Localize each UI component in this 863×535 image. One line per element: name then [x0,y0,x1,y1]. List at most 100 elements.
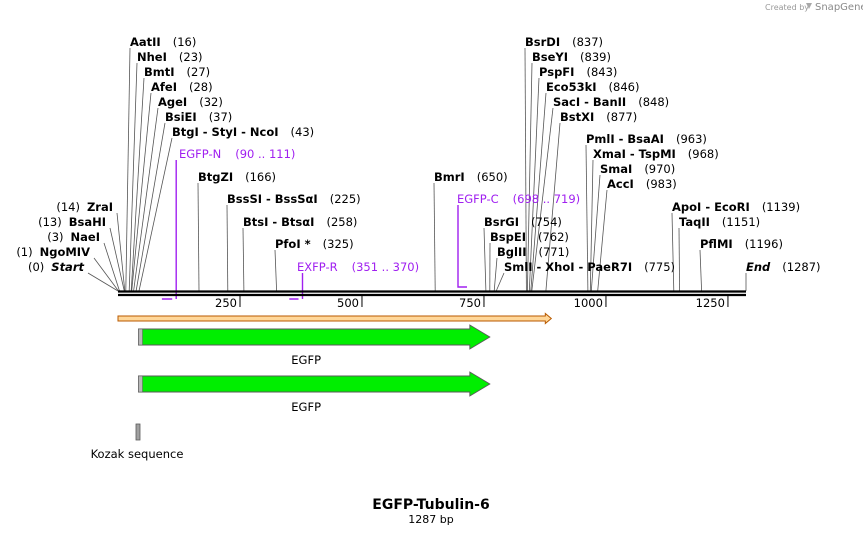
primer: EXFP-R(351 .. 370) [289,260,420,300]
restriction-site: ApoI - EcoRI (1139) [672,200,800,214]
site-name: PspFI [539,65,574,79]
site-leader-line [130,77,145,292]
site-position: (775) [644,260,675,274]
restriction-site: PflMI(1196) [700,237,783,251]
ruler-tick: 500 [337,295,363,310]
site-leader-line [242,227,245,292]
restriction-site: SmlI - XhoI - PaeR7I(775) [504,260,675,274]
site-leader-line [135,122,166,292]
restriction-site: PspFI (843) [539,65,617,79]
site-position: (43) [291,125,315,139]
site-position: (1139) [762,200,800,214]
primer: EGFP-N(90 .. 111) [161,147,295,300]
site-leader-line [531,107,554,292]
restriction-site: AccI(983) [607,177,677,191]
site-position: (848) [638,95,669,109]
snapgene-logo-icon [806,3,812,9]
site-leader-line [131,92,152,292]
site-leader-line [138,137,173,292]
feature-label: EGFP [291,353,321,367]
site-position: (877) [606,110,637,124]
site-labels: AatII(16)NheI(23)BmtI(27)AfeI(28)AgeI(32… [16,35,820,274]
site-position: (963) [676,132,707,146]
restriction-site: PfoI * (325) [275,237,354,251]
primer-range: (351 .. 370) [352,260,420,274]
restriction-site: BseYI(839) [532,50,611,64]
site-position: (843) [586,65,617,79]
restriction-site: Eco53kI(846) [546,80,639,94]
site-name: AccI [607,177,634,191]
site-leader-line [545,122,561,292]
restriction-site: BtsI - BtsαI(258) [243,215,357,229]
restriction-site: BglII(771) [497,245,569,259]
site-leader-line [678,227,680,292]
site-name: BseYI [532,50,568,64]
restriction-site: PmlI - BsaAI(963) [586,132,707,146]
ruler-tick: 250 [215,295,241,310]
site-leader-lines [87,47,747,292]
feature-shape [138,324,491,350]
site-leader-line [524,47,527,292]
restriction-site: BtgZI(166) [198,170,276,184]
feature: EGFP [138,371,491,414]
site-position: (325) [323,237,354,251]
site-position: (32) [199,95,223,109]
site-leader-line [109,227,125,292]
orf-arrow [117,312,553,325]
ruler-tick: 1000 [574,295,607,310]
orf-arrow [117,312,553,325]
restriction-site: AfeI(28) [151,80,213,94]
site-leader-line [493,257,498,292]
site-name: AfeI [151,80,177,94]
site-position: (650) [477,170,508,184]
restriction-site: XmaI - TspMI (968) [593,147,719,161]
site-leader-line [197,182,200,292]
site-position: (754) [531,215,562,229]
site-position: (225) [330,192,361,206]
restriction-site: BspEI(762) [490,230,569,244]
site-name: NgoMIV [40,245,90,259]
site-leader-line [590,174,601,292]
site-name: PfoI * [275,237,311,251]
site-position: (968) [688,147,719,161]
snapgene-credit: Created by SnapGene [765,2,863,13]
restriction-site: NaeI(3) [47,230,100,244]
primer-range: (698 .. 719) [513,192,581,206]
site-position: (970) [644,162,675,176]
site-position: (837) [572,35,603,49]
restriction-site: AgeI(32) [158,95,223,109]
restriction-site: BtgI - StyI - NcoI (43) [172,125,314,139]
restriction-site: BsaHI(13) [38,215,106,229]
restriction-site: SacI - BanII(848) [553,95,669,109]
site-name: BtgI - StyI - NcoI [172,125,279,139]
credit-brand: SnapGene [815,2,863,13]
site-name: ApoI - EcoRI [672,200,750,214]
feature-shape [138,371,491,397]
site-leader-line [699,249,702,292]
site-leader-line [528,77,540,292]
site-name: PflMI [700,237,733,251]
site-position: (846) [609,80,640,94]
restriction-site: BsrGI(754) [484,215,562,229]
site-leader-line [93,257,119,292]
site-leader-line [116,212,126,292]
site-position: (3) [47,230,63,244]
site-position: (1) [16,245,32,259]
restriction-site: BmtI(27) [144,65,210,79]
site-position: (258) [326,215,357,229]
site-leader-line [87,272,119,292]
ruler-tick: 1250 [696,295,729,310]
site-position: (14) [56,200,80,214]
sequence-backbone [118,290,746,297]
site-leader-line [125,47,131,292]
primer: EGFP-C(698 .. 719) [457,192,581,288]
site-position: (1287) [782,260,820,274]
site-name: BmrI [434,170,465,184]
site-name: XmaI - TspMI [593,147,676,161]
site-name: TaqII [679,215,710,229]
restriction-site: BssSI - BssSαI (225) [227,192,361,206]
site-leader-line [274,249,277,292]
primer-bar [457,205,467,288]
site-name: BssSI - BssSαI [227,192,318,206]
